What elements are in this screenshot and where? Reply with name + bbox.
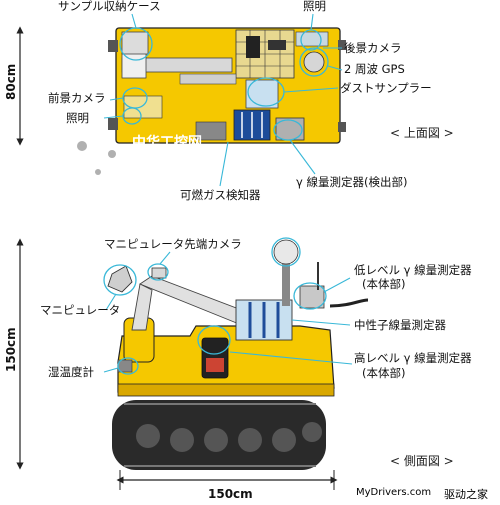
caption-side-view: < 側面図 > [390, 454, 454, 468]
label-gamma-detector: γ 線量測定器(検出部) [296, 175, 408, 189]
dim-side-height: 150cm [4, 327, 18, 372]
label-manipulator-camera: マニピュレータ先端カメラ [104, 237, 242, 251]
label-dust-sampler: ダストサンプラー [340, 81, 432, 95]
label-light-front: 照明 [66, 111, 89, 125]
watermark-cn: 中华工控网 [132, 135, 202, 151]
label-sample-case: サンプル収納ケース [58, 0, 161, 13]
label-front-camera: 前景カメラ [48, 91, 106, 105]
label-manipulator: マニピュレータ [40, 303, 121, 317]
label-high-gamma: 高レベル γ 線量測定器 [354, 351, 472, 365]
label-light-top: 照明 [303, 0, 326, 13]
watermark-site: gkong.com [130, 150, 217, 166]
caption-top-view: < 上面図 > [390, 126, 454, 140]
label-gps: 2 周波 GPS [344, 62, 405, 76]
label-gas-detector: 可燃ガス検知器 [180, 188, 261, 202]
side-length-dim [116, 470, 338, 490]
sample-case-top [121, 31, 149, 55]
footer-brand: 驱动之家 [444, 488, 488, 501]
gripper [107, 265, 133, 293]
label-high-gamma-sub: (本体部) [362, 366, 406, 380]
side-view [103, 237, 369, 470]
label-rear-camera: 後景カメラ [344, 41, 402, 55]
top-view [103, 13, 346, 187]
label-low-gamma-sub: (本体部) [362, 277, 406, 291]
label-humidity: 湿温度計 [48, 365, 94, 379]
tip-camera [151, 267, 167, 279]
label-neutron: 中性子線量測定器 [354, 318, 446, 332]
label-low-gamma: 低レベル γ 線量測定器 [354, 263, 472, 277]
gps-antenna-top [303, 51, 325, 73]
manipulator-arm [139, 275, 253, 327]
dim-top-height: 80cm [4, 63, 18, 100]
dim-side-length: 150cm [208, 487, 253, 501]
footer-source: MyDrivers.com [356, 487, 432, 498]
